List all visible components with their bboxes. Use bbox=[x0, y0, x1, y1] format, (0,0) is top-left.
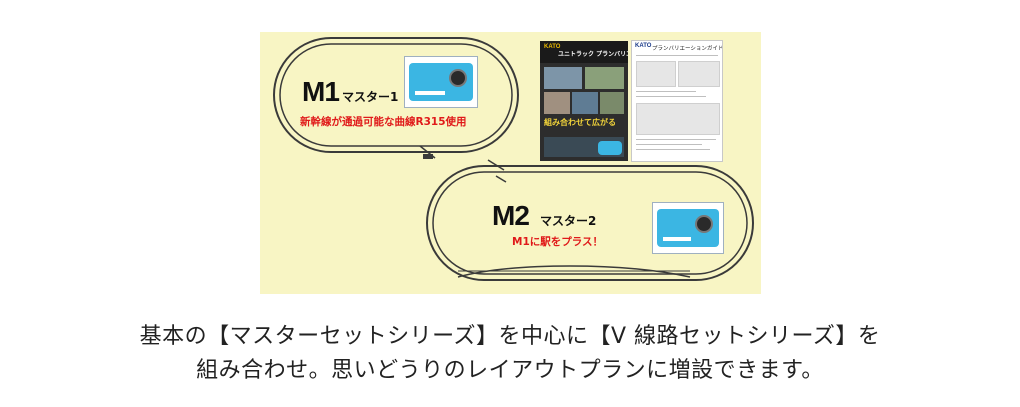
booklet-tagline: 組み合わせて広がる bbox=[544, 118, 616, 127]
plan-variation-booklet-photo: KATO ユニトラック プランバリエーションガイド 組み合わせて広がる bbox=[540, 41, 628, 161]
guide-text-line bbox=[636, 144, 702, 145]
booklet-header bbox=[540, 41, 628, 63]
controller-dial-icon bbox=[695, 215, 713, 233]
booklet-photo-1 bbox=[544, 67, 582, 89]
booklet-title: ユニトラック プランバリエーションガイド bbox=[558, 51, 628, 58]
m2-track-inner bbox=[432, 171, 748, 275]
booklet-controller-image bbox=[598, 141, 622, 155]
m2-track-outer bbox=[426, 165, 754, 281]
controller-dial-icon bbox=[449, 69, 467, 87]
m1-power-controller-photo bbox=[404, 56, 478, 108]
guide-text-line bbox=[636, 96, 706, 97]
guide-title: プランバリエーションガイド bbox=[652, 46, 723, 52]
m1-set-name: マスター1 bbox=[342, 90, 399, 104]
guide-rule bbox=[636, 55, 718, 56]
m2-feeder-joiner bbox=[487, 159, 505, 171]
guide-diagram-3 bbox=[636, 103, 720, 135]
m1-note: 新幹線が通過可能な曲線R315使用 bbox=[300, 116, 467, 128]
booklet-photo-2 bbox=[585, 67, 624, 89]
m2-note: M1に駅をプラス！ bbox=[512, 236, 604, 248]
booklet-logo: KATO bbox=[544, 44, 561, 50]
guide-logo: KATO bbox=[635, 43, 652, 49]
m2-power-controller-photo bbox=[652, 202, 724, 254]
track-layout-diagram bbox=[273, 37, 754, 281]
booklet-photo-4 bbox=[572, 92, 598, 114]
m1-set-code: M1 bbox=[302, 76, 340, 107]
guide-text-line bbox=[636, 149, 710, 150]
controller-label-strip bbox=[663, 237, 691, 241]
m1-track-inner bbox=[279, 43, 513, 147]
m1-track-outer bbox=[273, 37, 519, 153]
caption-line-2: 組み合わせ。思いどうりのレイアウトプランに増設できます。 bbox=[196, 358, 824, 383]
guide-text-line bbox=[636, 139, 716, 140]
plan-guide-sheet-photo: KATO プランバリエーションガイド bbox=[631, 40, 723, 162]
guide-text-line bbox=[636, 91, 696, 92]
booklet-photo-3 bbox=[544, 92, 570, 114]
m2-set-name: マスター2 bbox=[540, 214, 597, 228]
guide-diagram-1 bbox=[636, 61, 676, 87]
guide-diagram-2 bbox=[678, 61, 720, 87]
m2-set-code: M2 bbox=[492, 200, 530, 231]
caption-line-1: 基本の【マスターセットシリーズ】を中心に【V 線路セットシリーズ】を bbox=[139, 324, 881, 349]
booklet-photo-5 bbox=[600, 92, 624, 114]
layout-plan-panel: M1 マスター1 新幹線が通過可能な曲線R315使用 M2 マスター2 M1に駅… bbox=[260, 32, 761, 294]
m2-feeder-wire bbox=[495, 175, 507, 183]
controller-label-strip bbox=[415, 91, 445, 95]
m1-feeder-clip bbox=[423, 154, 433, 159]
